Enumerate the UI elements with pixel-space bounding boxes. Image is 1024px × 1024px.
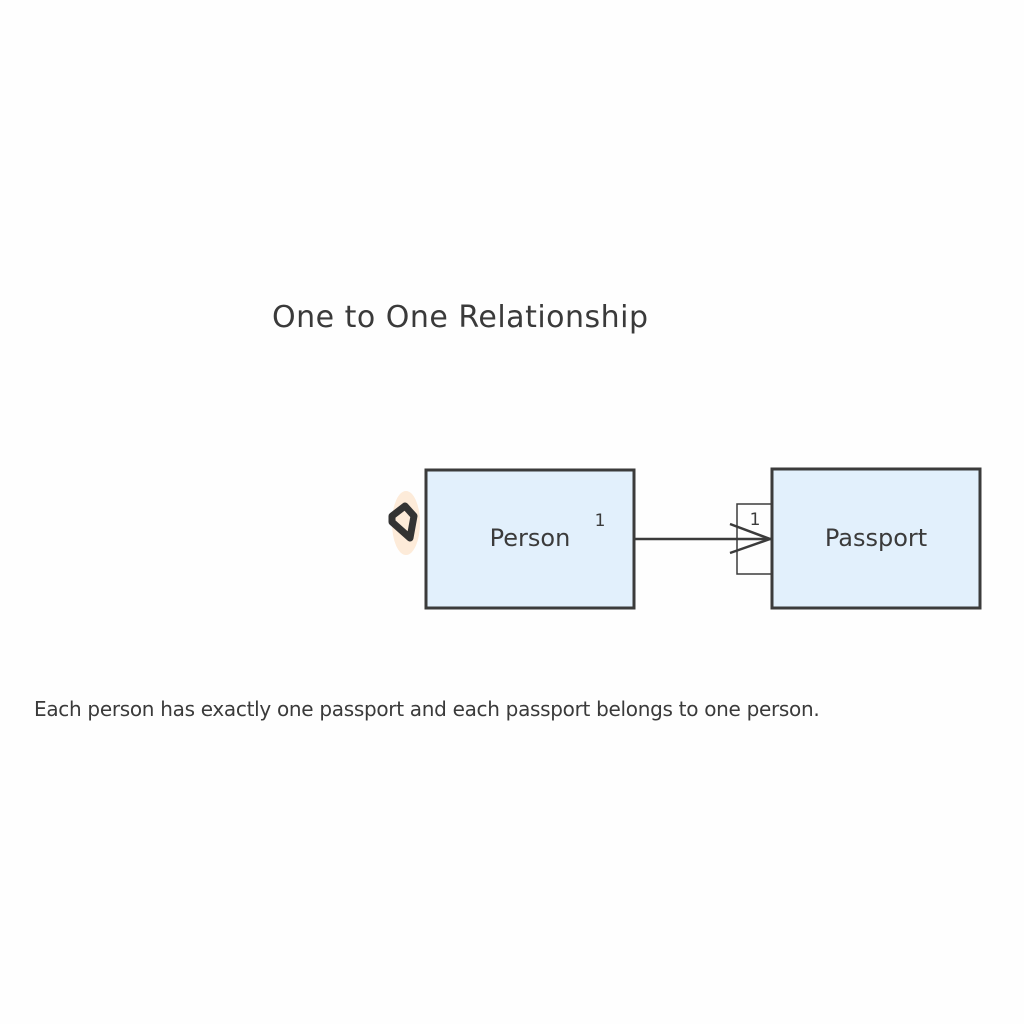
entity-passport[interactable]: Passport [770, 467, 982, 610]
entity-person-label: Person [490, 524, 571, 552]
diagram-caption: Each person has exactly one passport and… [34, 697, 820, 721]
passport-cardinality: 1 [750, 510, 761, 530]
entity-person[interactable]: Person 1 [424, 468, 636, 610]
rotate-handle-icon[interactable] [388, 491, 420, 555]
person-cardinality: 1 [595, 511, 606, 531]
entity-passport-label: Passport [825, 524, 927, 552]
diagram-title: One to One Relationship [272, 300, 649, 335]
arrow-head-icon [729, 522, 774, 555]
relationship-connector[interactable]: 1 [634, 503, 774, 575]
